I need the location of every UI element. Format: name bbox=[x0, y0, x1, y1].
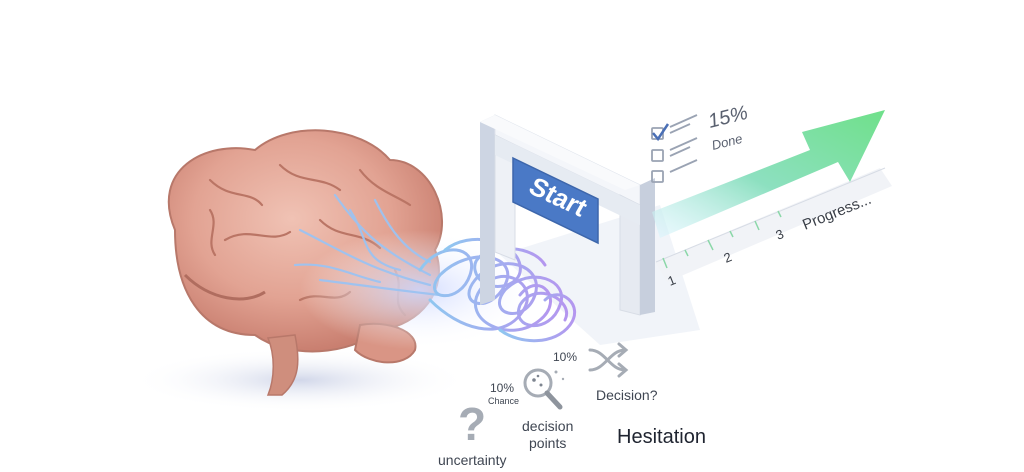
chance-label: Chance bbox=[488, 396, 520, 406]
question-mark-icon: ? bbox=[458, 398, 486, 450]
ruler-strip bbox=[655, 168, 892, 282]
magnifier-icon bbox=[523, 368, 565, 410]
checkbox-icon bbox=[651, 149, 664, 162]
checkmark-icon bbox=[652, 123, 670, 142]
uncertainty-label: uncertainty bbox=[438, 452, 507, 468]
checklist-percent: 15% bbox=[706, 102, 750, 133]
hesitation-title: Hesitation bbox=[617, 426, 706, 448]
decision-points-label: decision points bbox=[522, 418, 574, 451]
brain-shadow bbox=[130, 348, 470, 412]
start-gate bbox=[480, 114, 655, 316]
checklist-status: Done bbox=[710, 131, 744, 153]
progress-ruler bbox=[655, 167, 886, 269]
chance-percent: 10% bbox=[490, 381, 515, 395]
shuffle-arrows-icon bbox=[588, 342, 629, 378]
neural-pathways bbox=[293, 193, 442, 297]
decision-percent: 10% bbox=[553, 350, 578, 364]
decision-question: Decision? bbox=[596, 387, 658, 403]
checklist bbox=[651, 114, 698, 183]
progress-arrow bbox=[652, 110, 885, 238]
svg-text:?: ? bbox=[458, 398, 486, 450]
checkbox-icon bbox=[651, 170, 664, 183]
